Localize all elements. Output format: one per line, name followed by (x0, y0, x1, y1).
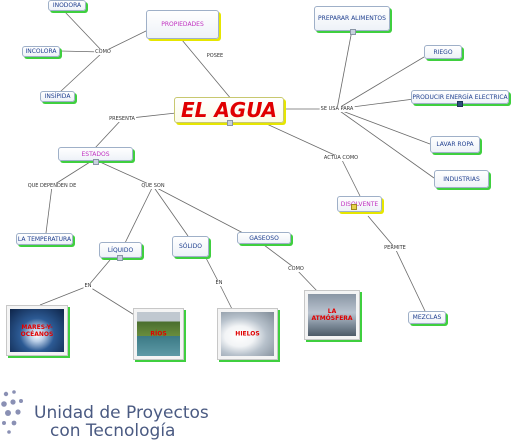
image-caption: MARES-Y-OCÉANOS (20, 323, 54, 338)
connector (340, 157, 361, 197)
node-inodora[interactable]: INODORA (48, 0, 86, 11)
node-lavar-ropa[interactable]: LAVAR ROPA (430, 136, 480, 153)
logo-line-2: con Tecnología (50, 421, 176, 441)
node-label: PRODUCIR ENERGÍA ELECTRICA (412, 93, 508, 101)
node-la-temperatura[interactable]: LA TEMPERATURA (16, 233, 73, 245)
connector (39, 285, 89, 306)
node-label: MEZCLAS (412, 314, 442, 321)
river-picture: RÍOS (137, 312, 180, 356)
node-disolvente[interactable]: DISOLVENTE (337, 196, 382, 212)
node-marker-icon[interactable] (93, 159, 99, 165)
connector (87, 259, 111, 287)
connector (102, 29, 149, 53)
image-node-rios[interactable]: RÍOS (133, 308, 184, 360)
ocean-wave-picture: MARES-Y-OCÉANOS (10, 309, 64, 352)
node-label: INODORA (52, 2, 82, 9)
node-label: INDUSTRIAS (443, 175, 480, 183)
node-marker-icon[interactable] (351, 204, 357, 210)
main-concept-node[interactable]: EL AGUA (174, 97, 284, 123)
connector (64, 11, 104, 53)
node-label: PREPARAR ALIMENTOS (318, 15, 386, 22)
connector (94, 118, 123, 149)
link-label-como: COMO (94, 49, 112, 55)
dots-logo-icon (1, 390, 23, 434)
ice-picture: HIELOS (221, 312, 274, 356)
image-caption: RÍOS (150, 330, 167, 338)
connector (367, 215, 396, 249)
node-marker-icon[interactable] (457, 101, 463, 107)
image-node-mares-y-oceanos[interactable]: MARES-Y-OCÉANOS (6, 305, 68, 356)
node-label: RIEGO (433, 48, 453, 56)
link-label-presenta: PRESENTA (108, 116, 136, 122)
link-label-en: EN (214, 280, 224, 286)
connector (394, 247, 426, 312)
connector (152, 185, 246, 235)
connector (336, 108, 431, 145)
unidad-proyectos-logo: Unidad de Proyectos con Tecnología (0, 386, 209, 441)
node-label: LA TEMPERATURA (17, 235, 72, 243)
link-label-actua-como: ACTÚA COMO (322, 155, 360, 161)
node-industrias[interactable]: INDUSTRIAS (434, 170, 489, 188)
node-label: ESTADOS (81, 150, 110, 158)
node-solido[interactable]: SÓLIDO (172, 236, 209, 257)
node-mezclas[interactable]: MEZCLAS (408, 311, 446, 324)
node-label: LÍQUIDO (107, 246, 134, 254)
sky-clouds-picture: LA ATMÓSFERA (308, 294, 356, 336)
logo-line-1: Unidad de Proyectos (34, 403, 209, 423)
image-node-hielos[interactable]: HIELOS (217, 308, 278, 360)
link-label-posee: POSEE (205, 53, 225, 59)
link-label-que-dependen-de: QUE DEPENDEN DE (26, 183, 78, 189)
link-label-permite: PERMITE (383, 245, 407, 251)
node-marker-icon[interactable] (117, 255, 123, 261)
connector (336, 108, 435, 179)
node-marker-icon[interactable] (350, 29, 356, 35)
connector (336, 29, 353, 110)
connector (257, 119, 342, 159)
connector (295, 268, 319, 293)
link-label-que-son: QUE SON (140, 183, 166, 189)
image-caption: HIELOS (235, 330, 260, 338)
node-label: SÓLIDO (179, 243, 202, 250)
connector (336, 56, 425, 110)
connector (51, 161, 91, 187)
connector (87, 285, 137, 317)
node-label: PROPIEDADES (161, 21, 204, 28)
connector (124, 185, 154, 244)
connector (218, 282, 233, 310)
link-label-como: COMO (287, 266, 305, 272)
node-insipida[interactable]: INSÍPIDA (40, 91, 75, 102)
connector (205, 257, 220, 284)
node-label: INCOLORA (25, 48, 57, 55)
node-preparar-alimentos[interactable]: PREPARAR ALIMENTOS (314, 6, 390, 31)
link-label-se-usa-para: SE USA PARA (319, 106, 355, 112)
link-label-en: EN (83, 283, 93, 289)
node-label: GASEOSO (249, 234, 279, 242)
node-marker-icon[interactable] (227, 120, 233, 126)
node-propiedades[interactable]: PROPIEDADES (146, 10, 219, 39)
image-node-la-atmosfera[interactable]: LA ATMÓSFERA (304, 290, 360, 340)
node-label: LAVAR ROPA (436, 141, 474, 148)
connector (99, 161, 154, 187)
main-concept-label: EL AGUA (180, 98, 278, 122)
node-label: DISOLVENTE (340, 200, 379, 208)
connector (263, 244, 297, 270)
node-riego[interactable]: RIEGO (424, 45, 462, 59)
connector (45, 185, 53, 234)
node-incolora[interactable]: INCOLORA (22, 46, 60, 57)
image-caption: LA ATMÓSFERA (311, 308, 353, 322)
node-gaseoso[interactable]: GASEOSO (237, 232, 291, 244)
connector (181, 39, 233, 101)
connector (59, 51, 104, 93)
node-label: INSÍPIDA (44, 93, 71, 100)
connector (152, 185, 189, 237)
